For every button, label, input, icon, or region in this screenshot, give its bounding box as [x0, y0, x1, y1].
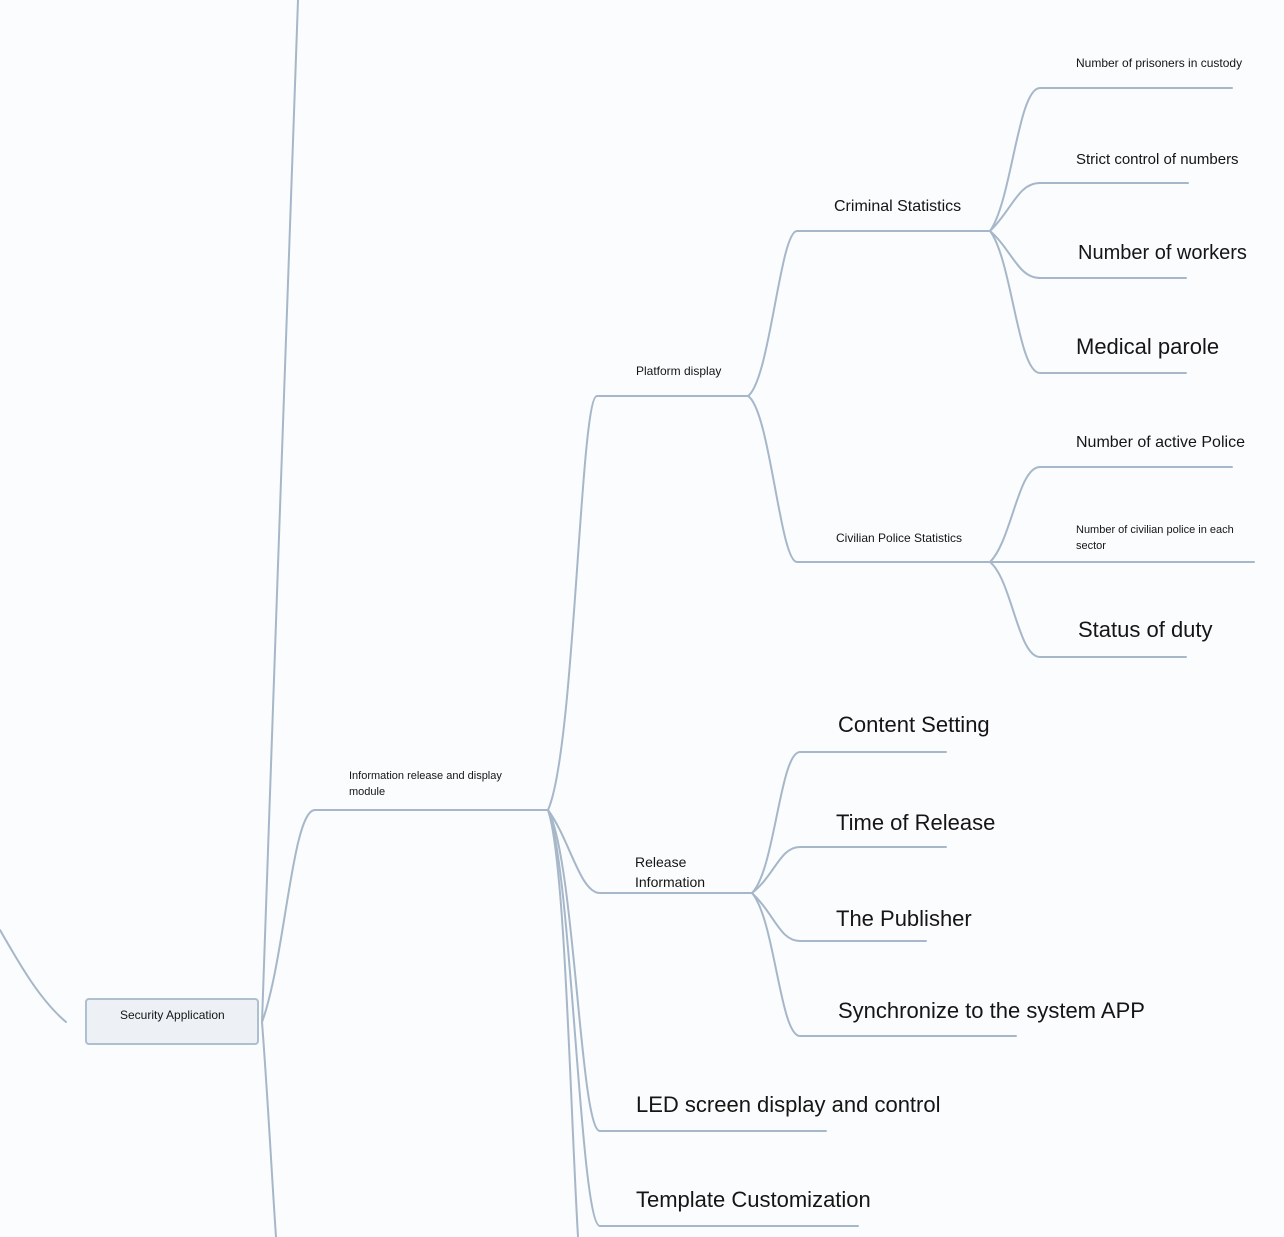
connector-module-extra — [547, 809, 579, 1237]
release-information-label[interactable]: Release Information — [635, 854, 706, 890]
release-item-synchronize-app[interactable]: Synchronize to the system APP — [838, 998, 1145, 1023]
connector-left-stub — [0, 929, 67, 1023]
root-node[interactable]: Security Application — [85, 998, 259, 1045]
civilian-item-status-of-duty[interactable]: Status of duty — [1078, 617, 1213, 642]
civilian-police-statistics-label[interactable]: Civilian Police Statistics — [836, 531, 963, 545]
connector-criminal-4 — [989, 230, 1187, 374]
connector-release-4 — [751, 892, 1017, 1037]
connector-module-release — [547, 809, 753, 894]
connector-criminal-3 — [989, 230, 1187, 279]
connector-release-3 — [751, 892, 927, 942]
platform-display-label[interactable]: Platform display — [636, 364, 722, 378]
connector-release-2 — [751, 846, 947, 894]
release-item-content-setting[interactable]: Content Setting — [838, 712, 990, 737]
connector-root-module — [261, 809, 549, 1023]
connector-criminal-2 — [989, 182, 1189, 232]
connector-civilian-1 — [989, 466, 1233, 563]
connector-release-1 — [751, 751, 947, 894]
connector-trunk-down — [261, 1021, 277, 1237]
connector-trunk-up — [261, 0, 299, 1023]
root-label: Security Application — [120, 1008, 225, 1022]
criminal-item-medical-parole[interactable]: Medical parole — [1076, 334, 1220, 359]
connector-platform-criminal — [747, 230, 991, 397]
criminal-item-strict-control[interactable]: Strict control of numbers — [1076, 151, 1239, 168]
civilian-item-active-police[interactable]: Number of active Police — [1076, 434, 1245, 451]
release-item-time-of-release[interactable]: Time of Release — [836, 810, 996, 835]
connector-civilian-3 — [989, 561, 1187, 658]
connector-module-led — [547, 809, 827, 1132]
connector-platform-civilian — [747, 395, 991, 563]
connector-module-platform — [547, 395, 749, 811]
civilian-item-police-per-sector[interactable]: Number of civilian police in each sector — [1076, 524, 1234, 552]
template-customization-label[interactable]: Template Customization — [636, 1187, 871, 1212]
led-screen-label[interactable]: LED screen display and control — [636, 1092, 941, 1117]
module-label[interactable]: Information release and display module — [349, 770, 502, 798]
connector-module-template — [547, 809, 859, 1227]
release-item-publisher[interactable]: The Publisher — [836, 906, 972, 931]
criminal-item-prisoners[interactable]: Number of prisoners in custody — [1076, 56, 1243, 70]
criminal-item-workers[interactable]: Number of workers — [1078, 242, 1247, 264]
connector-criminal-1 — [989, 87, 1233, 232]
criminal-statistics-label[interactable]: Criminal Statistics — [834, 198, 962, 215]
